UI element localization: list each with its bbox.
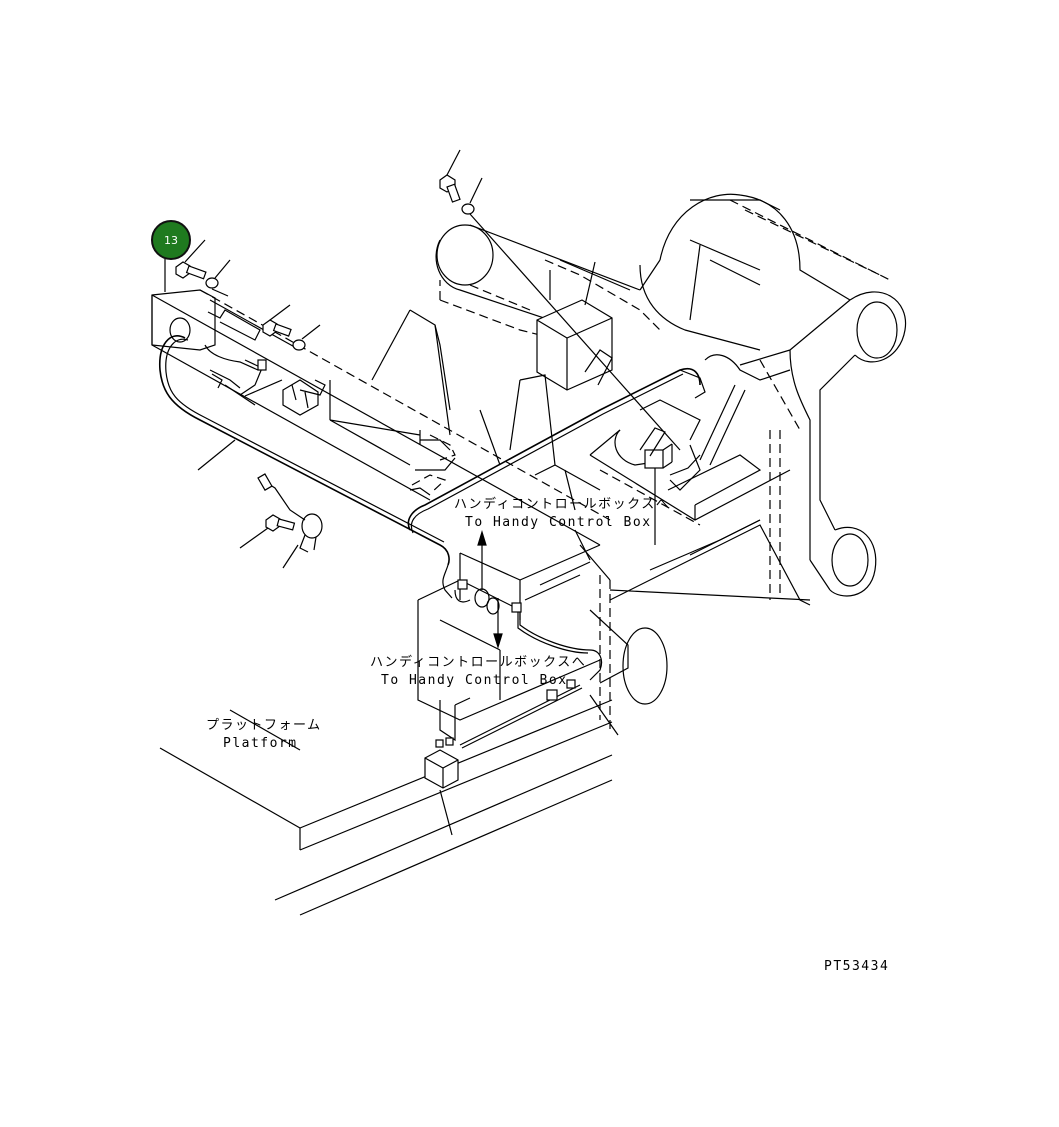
handy-lower-ja-label: ハンディコントロールボックスへ (370, 655, 587, 670)
lower-relay (424, 697, 471, 836)
handy-upper-ja-label: ハンディコントロールボックスへ (454, 497, 671, 512)
platform-ja-label: プラットフォーム (206, 718, 322, 733)
right-deck (589, 354, 791, 545)
left-bracket-parts (151, 289, 456, 496)
leader-lines (164, 258, 619, 736)
platform-en-label: Platform (223, 736, 298, 751)
callout-number: 13 (164, 233, 178, 247)
handy-lower-en-label: To Handy Control Box (381, 673, 568, 688)
handy-upper-en-label: To Handy Control Box (465, 515, 652, 530)
lower-frame (417, 544, 668, 730)
bolt-washer-group-top (439, 149, 681, 451)
part-code-label: PT53434 (824, 959, 890, 974)
bolt-washer-group-mid (262, 304, 321, 351)
handy-connectors (454, 529, 522, 650)
main-arm (609, 193, 907, 606)
upper-chassis (435, 224, 661, 491)
bolt-washer-group-top-left (175, 239, 231, 297)
callout-number-badge[interactable]: 13 (151, 220, 191, 260)
bolt-clamp-group (239, 473, 323, 569)
